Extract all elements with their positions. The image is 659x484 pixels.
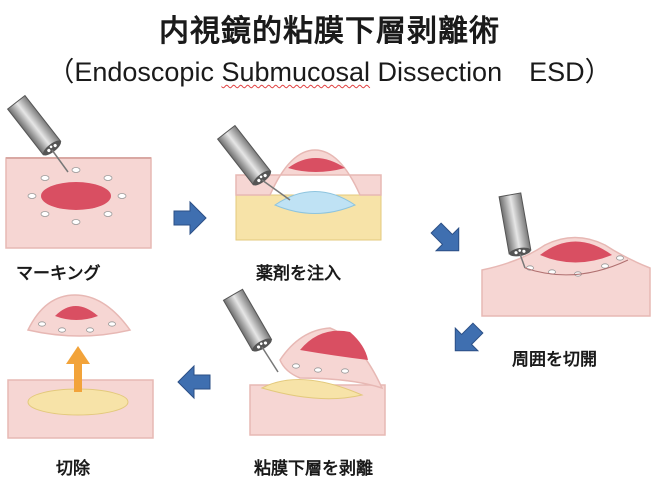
lesion-1: [41, 182, 111, 210]
step-1-marking-illustration: [6, 96, 151, 248]
step-3-label: 周囲を切開: [512, 345, 597, 370]
step-1-label: マーキング: [16, 259, 101, 284]
arrow-1-to-2: [174, 202, 206, 234]
arrow-4-to-5: [178, 366, 210, 398]
endoscope-3: [499, 193, 531, 258]
endoscope-1: [8, 96, 64, 158]
step-5-label: 切除: [56, 454, 90, 479]
arrow-2-to-3: [425, 217, 470, 262]
step-2-label: 薬剤を注入: [256, 259, 341, 284]
step-5-excision-illustration: [8, 295, 153, 438]
resection-bed: [28, 389, 128, 415]
step-4-dissection-illustration: [223, 289, 385, 435]
step-4-label: 粘膜下層を剥離: [254, 454, 373, 479]
step-2-injection-illustration: [218, 126, 381, 240]
endoscope-4: [223, 289, 273, 354]
step-3-incision-illustration: [482, 193, 650, 316]
arrow-3-to-4: [444, 317, 489, 362]
